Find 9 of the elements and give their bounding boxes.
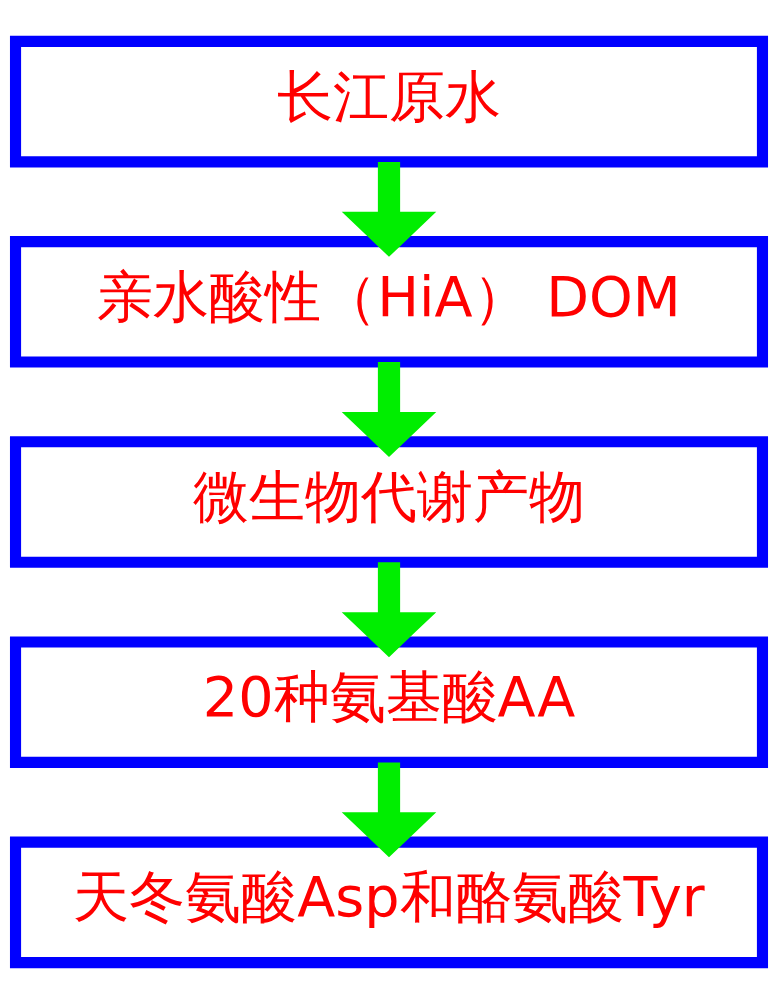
node-box: 微生物代谢产物 [9, 436, 769, 568]
node-box: 亲水酸性（HiA） DOM [9, 236, 769, 368]
node-box: 天冬氨酸Asp和酪氨酸Tyr [9, 836, 769, 969]
arrow [341, 562, 437, 658]
node-box: 长江原水 [9, 35, 769, 168]
arrow [341, 362, 437, 457]
arrow [341, 762, 437, 858]
node-box: 20种氨基酸AA [9, 636, 769, 768]
arrow [341, 161, 437, 257]
